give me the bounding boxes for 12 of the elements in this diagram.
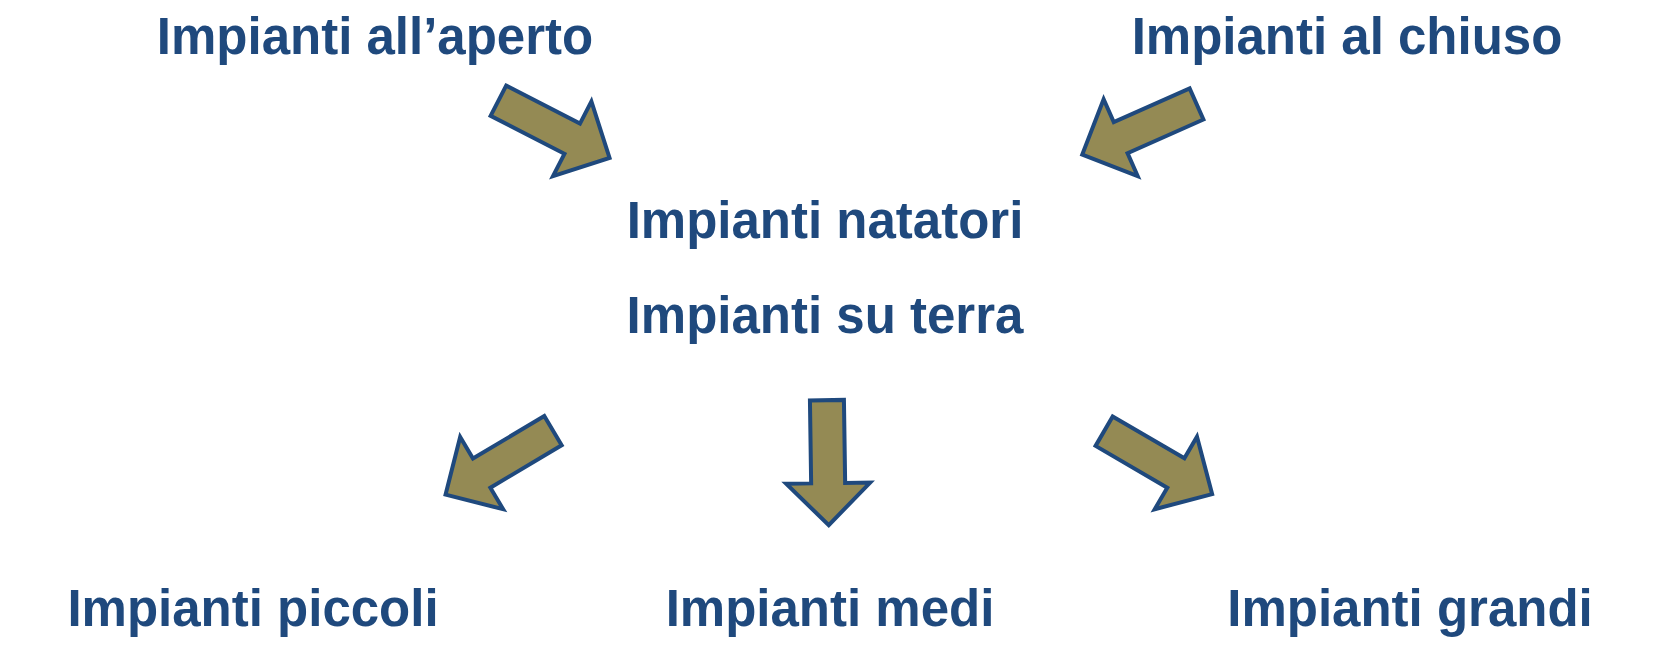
block-arrow	[781, 397, 875, 528]
block-arrow	[1079, 85, 1207, 180]
heading-text: Impianti al chiuso	[1131, 8, 1563, 67]
heading-text: Impianti piccoli	[67, 580, 439, 639]
heading-text: Impianti su terra	[626, 286, 1024, 346]
heading-text: Impianti medi	[665, 580, 995, 639]
heading-text: Impianti grandi	[1227, 580, 1593, 639]
heading-text: Impianti all’aperto	[156, 8, 594, 67]
block-arrow	[443, 413, 565, 513]
block-arrow	[487, 82, 613, 180]
block-arrow	[1092, 413, 1215, 513]
heading-text: Impianti natatori	[626, 192, 1024, 251]
